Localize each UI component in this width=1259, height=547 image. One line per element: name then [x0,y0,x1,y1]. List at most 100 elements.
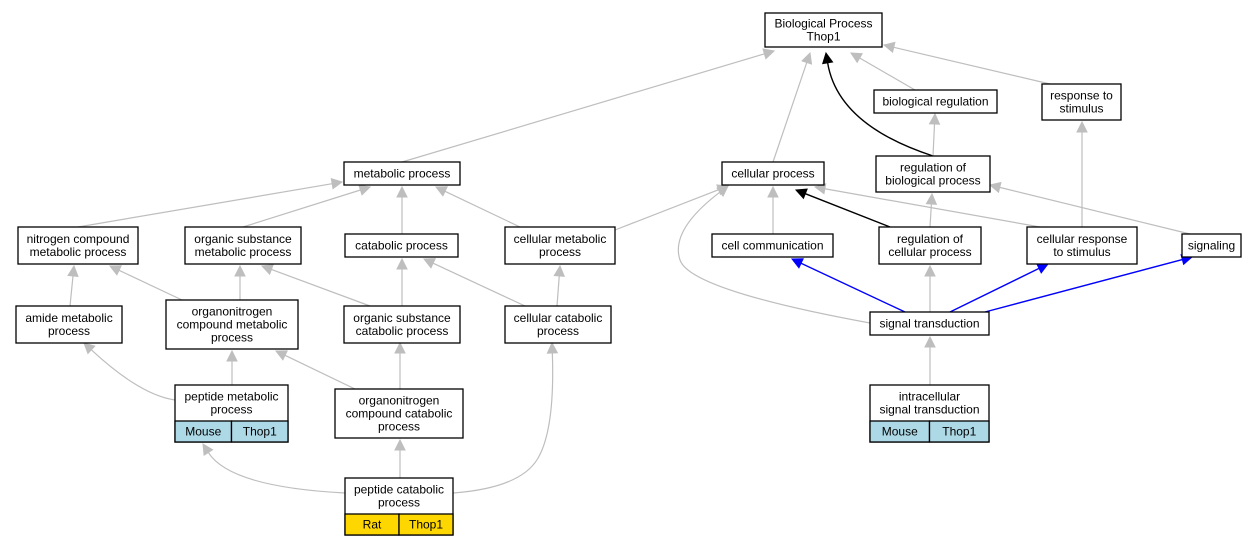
node-box[interactable] [1181,233,1242,258]
edge-pep_met-to-amide [83,342,176,401]
arrowhead-icon [716,185,729,197]
node-box[interactable] [873,89,998,114]
go-term-node-cellular[interactable]: cellular process [721,161,825,186]
node-label-line: organonitrogen [192,305,273,319]
node-box[interactable] [344,233,459,258]
node-box[interactable] [504,226,616,265]
edge-line [677,191,871,324]
node-label-line: peptide catabolic [354,483,444,497]
node-box[interactable] [504,305,612,344]
edge-cell_met-to-metabolic [434,186,521,228]
edge-line [800,262,906,313]
node-box[interactable] [869,311,990,336]
node-label-line: cellular catabolic [514,311,603,325]
node-label-line: Biological Process [774,17,872,31]
go-term-node-sig_trans[interactable]: signal transduction [869,311,990,336]
edge-cell_cat-to-cell_met [553,264,566,307]
node-box[interactable] [1041,83,1122,121]
edge-cell_resp-to-cellular [813,183,1041,228]
annotation-label: Thop1 [243,425,277,439]
edge-line [805,193,891,228]
node-label-line: organonitrogen [359,394,440,408]
node-box[interactable] [711,233,834,258]
node-box[interactable] [15,305,123,344]
arrowhead-icon [394,438,406,451]
node-box[interactable] [343,305,461,344]
go-term-node-metabolic[interactable]: metabolic process [343,161,461,186]
node-box[interactable] [764,12,883,48]
node-label-line: biological process [885,174,980,188]
go-term-node-catabolic[interactable]: catabolic process [344,233,459,258]
node-box[interactable] [184,226,302,265]
node-label-line: process [378,420,420,434]
node-label-line: cellular response [1037,232,1128,246]
edge-layer [67,41,1194,494]
arrowhead-icon [546,341,559,354]
edge-orgN_cat-to-orgN_met [274,350,356,390]
edge-line [69,275,74,307]
node-label-line: metabolic process [195,245,292,259]
node-label-line: process [48,324,90,338]
node-label-line: nitrogen compound [27,232,130,246]
arrowhead-icon [925,192,938,205]
arrowhead-icon [330,178,344,190]
node-box[interactable] [721,161,825,186]
annotation-cell [398,513,454,536]
node-box[interactable] [334,388,464,439]
arrowhead-icon [396,185,408,198]
arrowhead-icon [108,265,122,276]
node-label-line: compound metabolic [177,318,288,332]
edge-sig_trans-to-reg_cell [924,264,936,312]
node-box[interactable] [1026,226,1138,265]
edge-line [556,275,560,307]
arrowhead-icon [850,52,863,64]
node-box[interactable] [165,299,299,350]
node-box[interactable] [343,161,461,186]
edge-nitrogen-to-metabolic [77,178,344,228]
arrowhead-icon [928,112,941,125]
arrowhead-icon [821,51,834,65]
node-box[interactable] [17,226,139,265]
edge-line [929,203,932,228]
node-label-line: regulation of [900,161,967,175]
edge-cell_resp-to-resp_stim [1076,120,1088,227]
edge-line [893,46,1051,85]
edge-metabolic-to-bp [401,48,776,163]
arrowhead-icon [790,258,804,269]
node-label-line: intracellular [899,390,960,404]
node-label-line: catabolic process [356,324,449,338]
node-label-line: Thop1 [806,30,840,44]
edge-cell_comm-to-cellular [767,185,779,234]
edge-orgN_met-to-organic_met [234,264,246,300]
arrowhead-icon [794,188,808,200]
node-box[interactable] [875,155,991,193]
node-label-line: cellular process [888,245,971,259]
go-term-node-signaling[interactable]: signaling [1181,233,1242,258]
go-term-node-bioreg[interactable]: biological regulation [873,89,998,114]
node-label-line: cell communication [721,239,823,253]
node-box[interactable] [878,226,982,265]
go-term-node-cell_comm[interactable]: cell communication [711,233,834,258]
arrowhead-icon [274,350,288,361]
edge-org_cat-to-catabolic [396,257,408,306]
edge-line [401,53,765,163]
annotation-label: Mouse [185,425,221,439]
node-label-line: cellular process [731,167,814,181]
